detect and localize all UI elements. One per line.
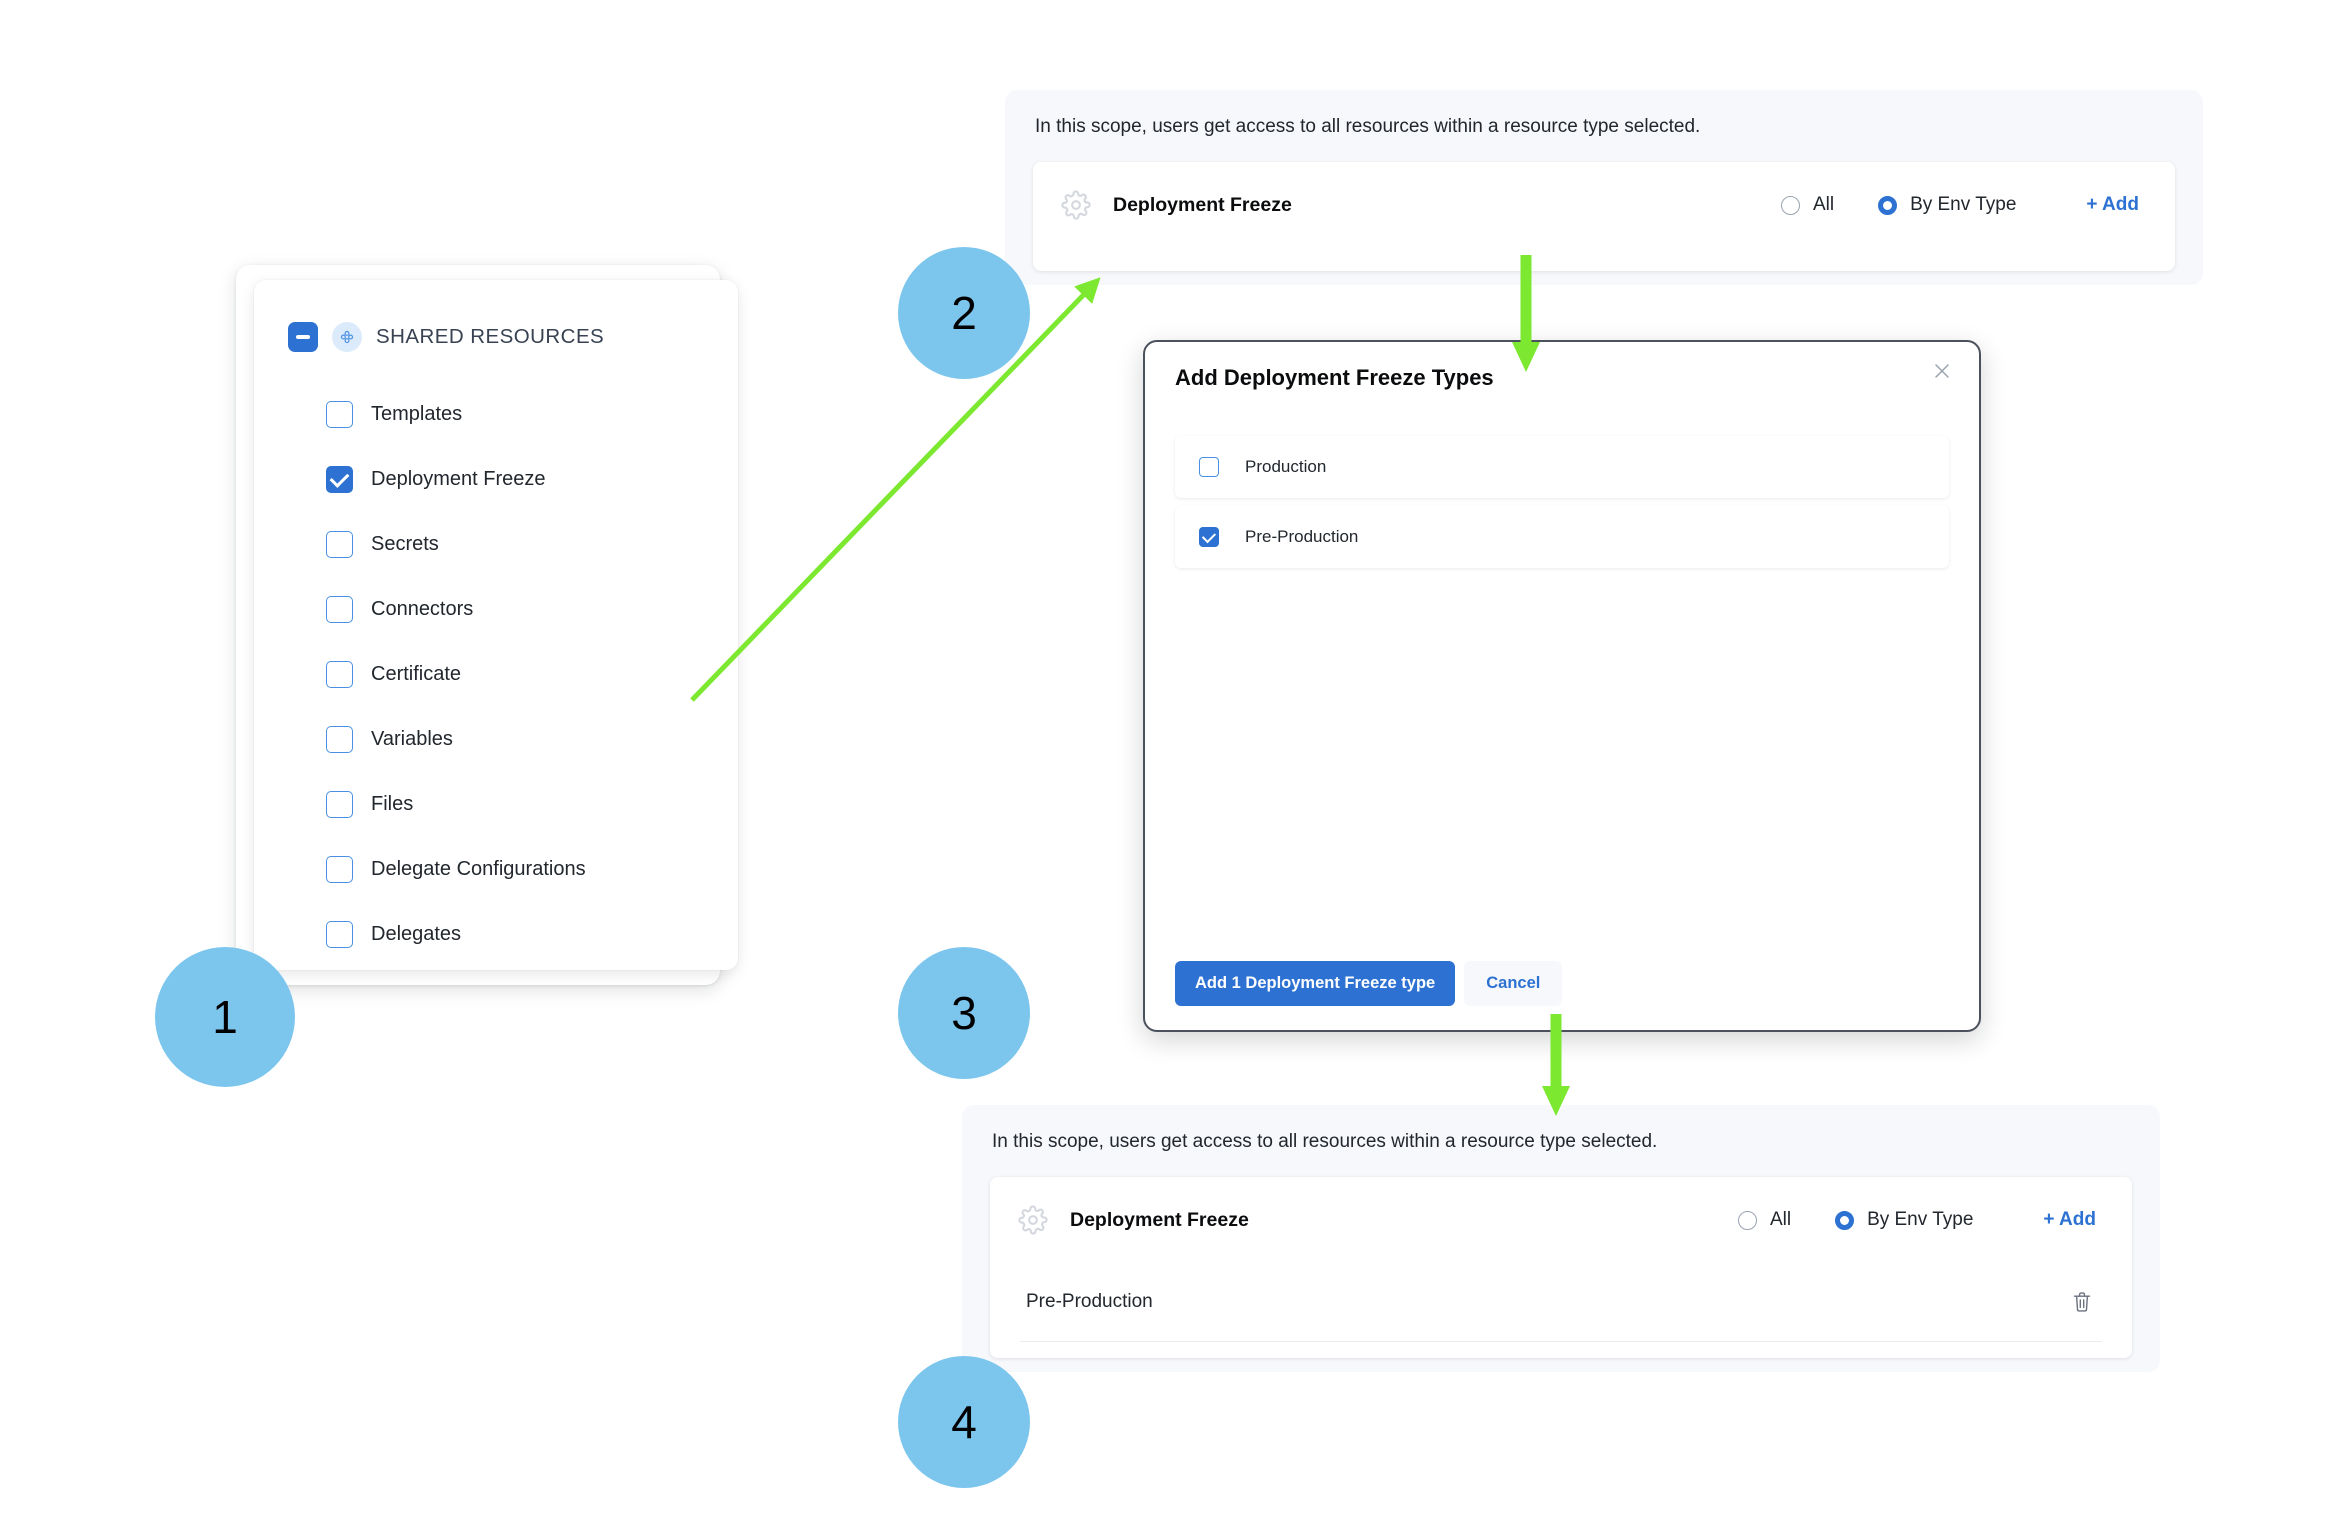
checkbox-delegates[interactable] (326, 921, 353, 948)
list-item-label: Connectors (371, 598, 474, 620)
list-item-label: Secrets (371, 533, 439, 555)
add-button[interactable]: + Add (2086, 194, 2139, 215)
resource-type-name: Deployment Freeze (1070, 1208, 1249, 1231)
radio-by-env-type-icon[interactable] (1878, 195, 1898, 215)
collapse-toggle-button[interactable] (288, 322, 318, 352)
shared-resources-list: Templates Deployment Freeze Secrets Conn… (254, 352, 738, 967)
close-icon[interactable] (1927, 356, 1957, 386)
scope-note: In this scope, users get access to all r… (1035, 116, 1701, 137)
checkbox-production[interactable] (1199, 457, 1219, 477)
list-item-label: Templates (371, 403, 463, 425)
resource-type-card: Deployment Freeze All By Env Type + Add (1033, 162, 2175, 271)
selected-env-type-row: Pre-Production (1020, 1263, 2102, 1342)
radio-option-by-env-type[interactable]: By Env Type (1878, 194, 2016, 216)
list-item[interactable]: Secrets (254, 512, 738, 577)
gear-icon (1016, 1203, 1050, 1237)
modal-footer: Add 1 Deployment Freeze type Cancel (1175, 961, 1563, 1006)
scope-panel-bottom: In this scope, users get access to all r… (962, 1105, 2160, 1372)
list-item[interactable]: Files (254, 772, 738, 837)
radio-option-all[interactable]: All (1737, 1209, 1792, 1231)
step-badge-1: 1 (155, 947, 295, 1087)
list-item[interactable]: Deployment Freeze (254, 447, 738, 512)
list-item[interactable]: Connectors (254, 577, 738, 642)
list-item-label: Files (371, 793, 414, 815)
list-item-label: Variables (371, 728, 453, 750)
list-item[interactable]: Production (1175, 436, 1949, 498)
list-item[interactable]: Certificate (254, 642, 738, 707)
list-item-label: Certificate (371, 663, 462, 685)
trash-icon[interactable] (2068, 1287, 2096, 1317)
radio-option-by-env-type[interactable]: By Env Type (1835, 1209, 1973, 1231)
list-item-label: Delegate Configurations (371, 858, 586, 880)
list-item[interactable]: Templates (254, 382, 738, 447)
radio-option-label: All (1769, 1209, 1792, 1230)
minus-icon (296, 335, 310, 339)
list-item[interactable]: Variables (254, 707, 738, 772)
list-item[interactable]: Delegates (254, 902, 738, 967)
list-item-label: Delegates (371, 923, 462, 945)
add-button[interactable]: + Add (2043, 1209, 2096, 1230)
checkbox-files[interactable] (326, 791, 353, 818)
checkbox-connectors[interactable] (326, 596, 353, 623)
deployment-freeze-type-list: Production Pre-Production (1175, 436, 1949, 576)
list-item-label: Pre-Production (1245, 527, 1359, 546)
radio-option-label: By Env Type (1867, 1209, 1974, 1230)
radio-option-all[interactable]: All (1780, 194, 1835, 216)
resource-type-card: Deployment Freeze All By Env Type + Add … (990, 1177, 2132, 1358)
checkbox-certificate[interactable] (326, 661, 353, 688)
list-item[interactable]: Pre-Production (1175, 506, 1949, 568)
radio-by-env-type-icon[interactable] (1835, 1210, 1855, 1230)
add-deployment-freeze-type-button[interactable]: Add 1 Deployment Freeze type (1175, 961, 1456, 1006)
scope-radio-group: All By Env Type (1780, 194, 2016, 216)
cancel-button[interactable]: Cancel (1464, 961, 1563, 1006)
checkbox-deployment-freeze[interactable] (326, 466, 353, 493)
resource-type-row: Deployment Freeze All By Env Type + Add (1033, 162, 2175, 248)
resource-type-row: Deployment Freeze All By Env Type + Add (990, 1177, 2132, 1263)
checkbox-templates[interactable] (326, 401, 353, 428)
gear-icon (1059, 188, 1093, 222)
radio-all-icon[interactable] (1780, 195, 1800, 215)
resource-group-icon (332, 322, 362, 352)
modal-title: Add Deployment Freeze Types (1175, 365, 1494, 390)
shared-resources-header: SHARED RESOURCES (254, 280, 738, 352)
list-item-label: Deployment Freeze (371, 468, 546, 490)
checkbox-secrets[interactable] (326, 531, 353, 558)
scope-panel-top: In this scope, users get access to all r… (1005, 90, 2203, 285)
selected-env-type-label: Pre-Production (1026, 1291, 1153, 1312)
shared-resources-panel: SHARED RESOURCES Templates Deployment Fr… (254, 280, 738, 970)
list-item-label: Production (1245, 457, 1327, 476)
list-item[interactable]: Delegate Configurations (254, 837, 738, 902)
checkbox-pre-production[interactable] (1199, 527, 1219, 547)
step-badge-2: 2 (898, 247, 1030, 379)
checkbox-variables[interactable] (326, 726, 353, 753)
scope-note: In this scope, users get access to all r… (992, 1131, 1658, 1152)
step-badge-4: 4 (898, 1356, 1030, 1488)
add-deployment-freeze-types-modal: Add Deployment Freeze Types Production P… (1143, 340, 1981, 1032)
shared-resources-title: SHARED RESOURCES (376, 325, 605, 348)
step-badge-3: 3 (898, 947, 1030, 1079)
resource-type-name: Deployment Freeze (1113, 193, 1292, 216)
checkbox-delegate-configurations[interactable] (326, 856, 353, 883)
scope-radio-group: All By Env Type (1737, 1209, 1973, 1231)
radio-option-label: By Env Type (1910, 194, 2017, 215)
radio-option-label: All (1812, 194, 1835, 215)
radio-all-icon[interactable] (1737, 1210, 1757, 1230)
